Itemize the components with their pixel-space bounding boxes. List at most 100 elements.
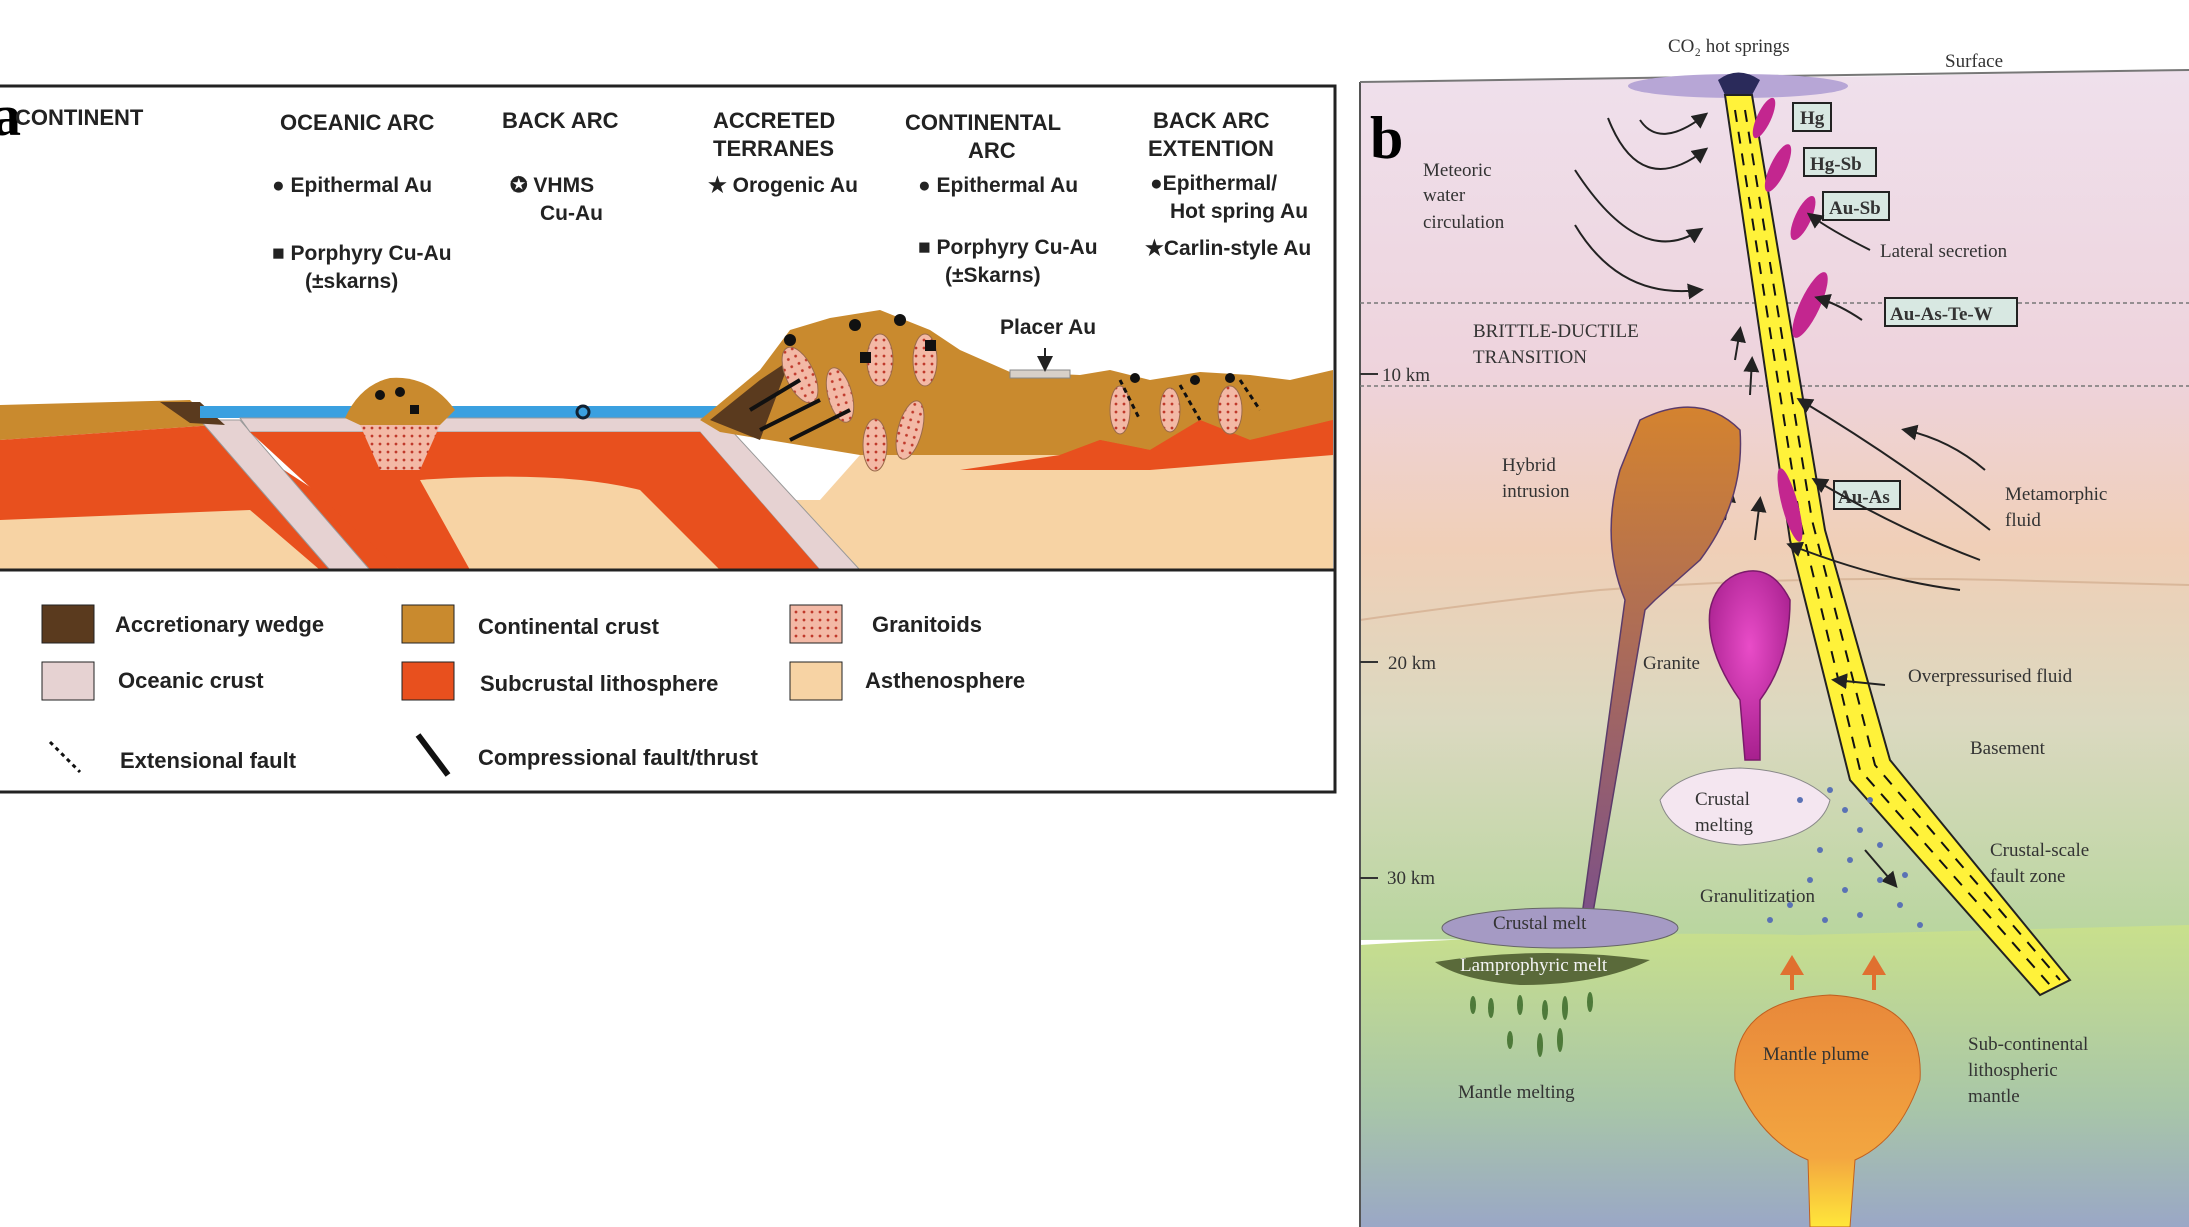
- label-mantle-plume: Mantle plume: [1763, 1044, 1869, 1065]
- label-metamorphic-1: Metamorphic: [2005, 484, 2107, 505]
- deposit-at-orogenic: ★ Orogenic Au: [708, 174, 858, 197]
- label-hybrid-2: intrusion: [1502, 481, 1570, 502]
- deposit-markers: [375, 314, 1235, 414]
- tectonic-cross-section: [0, 310, 1333, 571]
- label-sclm-3: mantle: [1968, 1086, 2020, 1107]
- depth-scale: 10 km 20 km 30 km: [1360, 365, 1436, 889]
- label-crustal-melting-2: melting: [1695, 815, 1754, 836]
- legend-swatch-subcrustal-lithosphere: [401, 661, 455, 701]
- label-granite: Granite: [1643, 653, 1700, 674]
- panel-a: a: [0, 83, 1337, 794]
- label-sclm-2: lithospheric: [1968, 1060, 2058, 1081]
- placer-deposit: [1009, 369, 1071, 379]
- label-lateral-secretion: Lateral secretion: [1880, 241, 2008, 262]
- label-meteoric-1: Meteoric: [1423, 160, 1492, 181]
- label-accreted-2: TERRANES: [713, 136, 834, 161]
- crustal-melting-body: [1659, 767, 1831, 846]
- deposit-ca-porphyry-2: (±Skarns): [945, 264, 1041, 287]
- continental-asthenosphere: [820, 455, 1333, 570]
- deposit-bae-epithermal-1: ●Epithermal/: [1150, 172, 1277, 195]
- label-crustal-melt: Crustal melt: [1493, 913, 1587, 934]
- label-basement: Basement: [1970, 738, 2046, 759]
- legend: Accretionary wedge Continental crust Gra…: [41, 604, 1025, 777]
- deposit-oa-epithermal: ● Epithermal Au: [272, 174, 432, 197]
- label-sclm-1: Sub-continental: [1968, 1034, 2088, 1055]
- label-surface: Surface: [1945, 51, 2003, 72]
- label-meteoric-3: circulation: [1423, 212, 1505, 233]
- backarc-asthenosphere: [420, 476, 720, 570]
- legend-swatch-continental-crust: [401, 604, 455, 644]
- depth-30km: 30 km: [1387, 868, 1435, 889]
- depth-10km: 10 km: [1382, 365, 1430, 386]
- legend-symbol-extensional-fault: [48, 740, 82, 774]
- legend-swatch-oceanic-crust: [41, 661, 95, 701]
- label-co2-springs: CO₂ hot springs: [1668, 36, 1790, 57]
- legend-subcrustal-lithosphere: Subcrustal lithosphere: [480, 671, 718, 696]
- fault-fluid-paths: [1734, 109, 2061, 986]
- label-back-arc-ext-2: EXTENTION: [1148, 136, 1274, 161]
- setting-labels: CONTINENT OCEANIC ARC BACK ARC ACCRETED …: [15, 105, 1274, 163]
- legend-granitoids: Granitoids: [872, 612, 982, 637]
- label-mantle-melting: Mantle melting: [1458, 1082, 1575, 1103]
- legend-swatch-granitoids: [789, 604, 843, 644]
- legend-compressional-fault: Compressional fault/thrust: [478, 745, 759, 770]
- legend-continental-crust: Continental crust: [478, 614, 660, 639]
- label-hybrid-1: Hybrid: [1502, 455, 1556, 476]
- panel-b-labels: CO₂ hot springs Surface Meteoric water c…: [1423, 36, 2107, 1107]
- box-hg-sb: Hg-Sb: [1810, 154, 1862, 175]
- label-crustal-scale-2: fault zone: [1990, 866, 2065, 887]
- accretionary-wedge-left: [160, 402, 225, 425]
- deposit-ba-vhms-2: Cu-Au: [540, 202, 603, 225]
- compressional-faults: [748, 378, 851, 442]
- legend-extensional-fault: Extensional fault: [120, 748, 297, 773]
- metal-zone-boxes: Hg Hg-Sb Au-Sb Au-As-Te-W Au-As: [1792, 102, 2018, 510]
- continental-lithosphere-2: [960, 420, 1333, 470]
- deposit-labels: ● Epithermal Au ■ Porphyry Cu-Au (±skarn…: [272, 172, 1311, 339]
- ocean-water: [200, 406, 720, 418]
- legend-symbol-compressional-fault: [415, 733, 451, 777]
- panel-b: b 10 km 20 km 30 km: [1359, 36, 2189, 1227]
- legend-accretionary-wedge: Accretionary wedge: [115, 612, 324, 637]
- deposit-placer: Placer Au: [1000, 316, 1096, 339]
- box-au-as-te-w: Au-As-Te-W: [1890, 304, 1993, 325]
- hot-springs-vent: [1718, 72, 1760, 95]
- deposit-bae-carlin: ★Carlin-style Au: [1145, 237, 1311, 260]
- label-crustal-melting-1: Crustal: [1695, 789, 1750, 810]
- label-back-arc: BACK ARC: [502, 108, 619, 133]
- deposit-ca-porphyry-1: ■ Porphyry Cu-Au: [918, 236, 1098, 259]
- crustal-melt-body: [1441, 907, 1679, 949]
- legend-asthenosphere: Asthenosphere: [865, 668, 1025, 693]
- label-lamprophyric: Lamprophyric melt: [1460, 955, 1608, 976]
- plume-arrows: [1780, 955, 1886, 990]
- orebodies: [1752, 97, 1828, 542]
- accretionary-wedge-right: [710, 360, 790, 440]
- crust-background: [1360, 70, 2189, 940]
- label-metamorphic-2: fluid: [2005, 510, 2041, 531]
- vhms-marker: [575, 404, 591, 420]
- mantle-plume-body: [1734, 994, 1921, 1227]
- legend-swatch-asthenosphere: [789, 661, 843, 701]
- granulitization-dots: [1767, 787, 1923, 928]
- box-au-sb: Au-Sb: [1829, 198, 1881, 219]
- deposit-oa-porphyry-2: (±skarns): [305, 270, 398, 293]
- deposit-bae-epithermal-2: Hot spring Au: [1170, 200, 1308, 223]
- label-accreted-1: ACCRETED: [713, 108, 835, 133]
- deposit-ba-vhms-1: ✪ VHMS: [510, 174, 594, 197]
- label-brittle-1: BRITTLE-DUCTILE: [1473, 321, 1639, 342]
- extensional-faults: [1118, 379, 1262, 421]
- hybrid-intrusion: [1579, 406, 1742, 931]
- oceanic-arc-granitoids: [360, 425, 440, 470]
- label-crustal-scale-1: Crustal-scale: [1990, 840, 2089, 861]
- label-back-arc-ext-1: BACK ARC: [1153, 108, 1270, 133]
- left-continental-crust: [0, 400, 215, 440]
- deposit-oa-porphyry-1: ■ Porphyry Cu-Au: [272, 242, 452, 265]
- box-hg: Hg: [1800, 108, 1825, 129]
- label-continent: CONTINENT: [15, 105, 144, 130]
- label-meteoric-2: water: [1423, 185, 1466, 206]
- label-continental-arc-2: ARC: [968, 138, 1016, 163]
- legend-swatch-accretionary-wedge: [41, 604, 95, 644]
- panel-b-letter: b: [1370, 105, 1403, 171]
- label-overpressurised: Overpressurised fluid: [1908, 666, 2073, 687]
- fluid-arrows: [1574, 112, 1991, 889]
